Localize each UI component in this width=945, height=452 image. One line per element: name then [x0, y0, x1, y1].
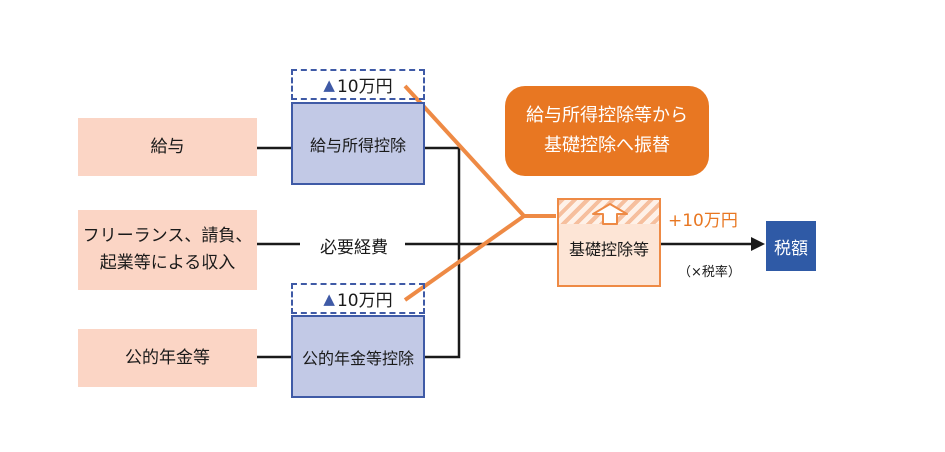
source-freelance: フリーランス、請負、 起業等による収入	[78, 210, 257, 290]
basic-deduction-box: 基礎控除等	[557, 198, 661, 287]
reduction-salary-value: 10万円	[336, 77, 393, 97]
callout-line-2: 基礎控除へ振替	[544, 135, 670, 156]
reduction-pension: ▲ 10万円	[291, 283, 425, 314]
basic-deduction-label: 基礎控除等	[568, 240, 649, 259]
callout-line-1: 給与所得控除等から	[526, 105, 688, 126]
source-pension-label: 公的年金等	[125, 347, 210, 368]
tax-amount-label: 税額	[774, 238, 808, 259]
reduction-pension-value: 10万円	[336, 291, 393, 311]
triangle-up-icon: ▲	[323, 75, 335, 94]
source-freelance-label-2: 起業等による収入	[99, 253, 236, 273]
tax-rate-note: （×税率）	[678, 265, 741, 280]
source-pension: 公的年金等	[78, 329, 257, 387]
source-salary: 給与	[78, 118, 257, 176]
transfer-callout: 給与所得控除等から 基礎控除へ振替	[505, 86, 709, 176]
connector-bracket	[424, 146, 461, 359]
source-freelance-label-1: フリーランス、請負、	[82, 226, 253, 246]
triangle-up-icon: ▲	[323, 289, 335, 308]
deduction-salary-label: 給与所得控除	[309, 135, 406, 155]
deduction-pension-label: 公的年金等控除	[301, 348, 414, 368]
source-salary-label: 給与	[150, 136, 185, 157]
deduction-salary: 給与所得控除	[291, 102, 425, 185]
up-arrow-icon	[592, 203, 628, 225]
tax-amount-box: 税額	[766, 221, 816, 271]
deduction-pension: 公的年金等控除	[291, 315, 425, 398]
deduction-expenses-label: 必要経費	[320, 238, 388, 258]
basic-deduction-increase: +10万円	[668, 211, 738, 231]
arrow-head-icon	[751, 237, 765, 251]
reduction-salary: ▲ 10万円	[291, 69, 425, 100]
